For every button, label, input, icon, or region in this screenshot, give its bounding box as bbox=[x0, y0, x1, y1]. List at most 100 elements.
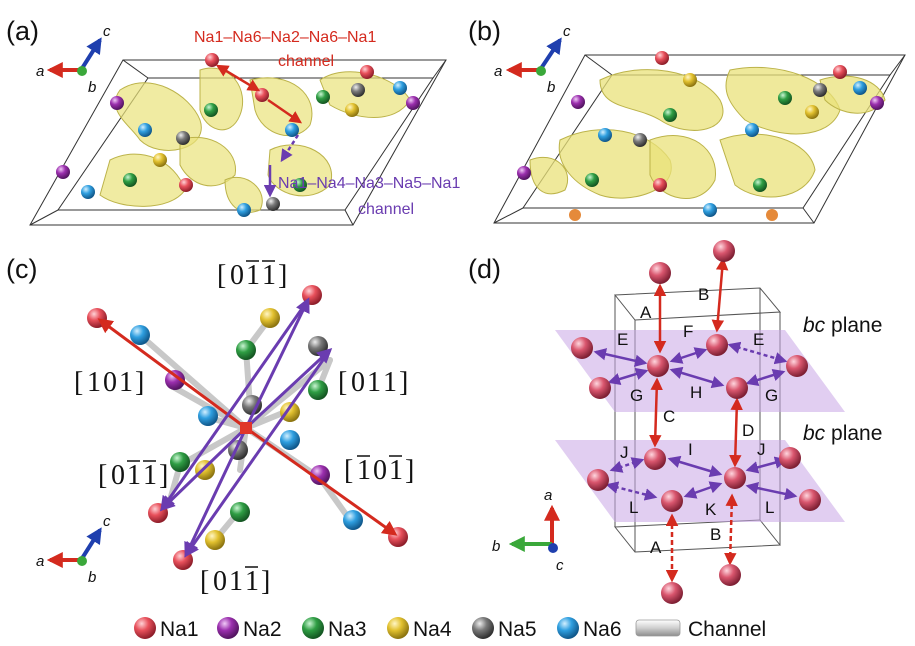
axis-c-label: c bbox=[103, 23, 111, 40]
atom-na-site bbox=[779, 447, 801, 469]
atom-na-site bbox=[719, 564, 741, 586]
arrows-d bbox=[593, 257, 798, 583]
atom-na1 bbox=[833, 65, 847, 79]
atom-na2 bbox=[517, 166, 531, 180]
hop-label-l: L bbox=[765, 498, 774, 517]
hop-label-e: E bbox=[753, 330, 764, 349]
atom-na4 bbox=[205, 530, 225, 550]
atom-na4 bbox=[195, 460, 215, 480]
hop-label-b: B bbox=[698, 285, 709, 304]
hop-label-c: C bbox=[663, 407, 675, 426]
atom-na1 bbox=[653, 178, 667, 192]
hop-label-j: J bbox=[620, 443, 629, 462]
axis-c-label: c bbox=[103, 513, 111, 530]
svg-text:[: [ bbox=[338, 367, 347, 398]
atom-na5 bbox=[813, 83, 827, 97]
legend-item-na2: Na2 bbox=[217, 617, 282, 641]
atom-na6 bbox=[393, 81, 407, 95]
svg-text:[: [ bbox=[74, 367, 83, 398]
atom-na-site bbox=[649, 262, 671, 284]
atom-na-site bbox=[587, 469, 609, 491]
axis-a-label: a bbox=[36, 63, 44, 80]
axis-c-label: c bbox=[556, 557, 564, 574]
atom-na1 bbox=[569, 209, 581, 221]
hop-label-i: I bbox=[688, 440, 693, 459]
atom-na3 bbox=[236, 340, 256, 360]
hop-label-a: A bbox=[640, 303, 652, 322]
atom-na3 bbox=[170, 452, 190, 472]
svg-text:Na4: Na4 bbox=[413, 618, 452, 641]
atom-na1 bbox=[205, 53, 219, 67]
atom-na-site bbox=[644, 448, 666, 470]
atom-na3 bbox=[204, 103, 218, 117]
svg-text:]: ] bbox=[261, 566, 270, 597]
svg-text:1: 1 bbox=[367, 367, 381, 398]
atom-na6 bbox=[703, 203, 717, 217]
legend-item-na4: Na4 bbox=[387, 617, 452, 641]
purple-channel-arrows bbox=[263, 134, 300, 198]
atom-na3 bbox=[316, 90, 330, 104]
atom-na4 bbox=[683, 73, 697, 87]
bc-plane-label-upper: bc plane bbox=[803, 314, 882, 337]
svg-text:[: [ bbox=[344, 455, 353, 486]
atom-na2 bbox=[406, 96, 420, 110]
hop-label-b: B bbox=[710, 525, 721, 544]
red-channel-word-label: channel bbox=[278, 53, 334, 70]
axis-b-label: b bbox=[492, 538, 500, 555]
panel-c: (c) bbox=[6, 254, 414, 597]
atom-na2 bbox=[165, 370, 185, 390]
svg-text:Na6: Na6 bbox=[583, 618, 622, 641]
legend-swatch-na4 bbox=[387, 617, 409, 639]
miller-labels-c: [ 0 1 1 ] [ 1 0 1 ] [ 0 1 1 ] bbox=[74, 260, 414, 597]
legend-item-channel: Channel bbox=[635, 618, 766, 641]
svg-text:Na2: Na2 bbox=[243, 618, 282, 641]
atoms-b bbox=[517, 51, 884, 221]
atom-na6 bbox=[198, 406, 218, 426]
hop-label-e: E bbox=[617, 330, 628, 349]
axis-triad-b: c a b bbox=[494, 23, 571, 96]
svg-text:Na3: Na3 bbox=[328, 618, 367, 641]
legend-item-na1: Na1 bbox=[134, 617, 199, 641]
svg-text:1: 1 bbox=[245, 566, 259, 597]
svg-text:]: ] bbox=[405, 455, 414, 486]
svg-text:0: 0 bbox=[213, 566, 227, 597]
atom-na-site bbox=[661, 582, 683, 604]
axis-b-label: b bbox=[88, 569, 96, 586]
hop-label-k: K bbox=[705, 500, 717, 519]
legend-swatch-na6 bbox=[557, 617, 579, 639]
legend-item-na6: Na6 bbox=[557, 617, 622, 641]
atom-na-site bbox=[726, 377, 748, 399]
svg-text:[: [ bbox=[200, 566, 209, 597]
purple-channel-word-label: channel bbox=[358, 201, 414, 218]
atoms-a bbox=[56, 53, 420, 217]
atom-na3 bbox=[293, 178, 307, 192]
svg-text:1: 1 bbox=[87, 367, 101, 398]
svg-text:1: 1 bbox=[262, 260, 276, 291]
axis-b-label: b bbox=[547, 79, 555, 96]
atom-na3 bbox=[778, 91, 792, 105]
atom-na1 bbox=[360, 65, 374, 79]
atom-na6 bbox=[343, 510, 363, 530]
miller-1bar-0-1bar: [ 1 0 1 ] bbox=[344, 455, 414, 486]
svg-text:1: 1 bbox=[229, 566, 243, 597]
atom-na5 bbox=[351, 83, 365, 97]
svg-text:0: 0 bbox=[111, 460, 125, 491]
hop-label-h: H bbox=[690, 383, 702, 402]
miller-101: [ 1 0 1 ] bbox=[74, 367, 144, 398]
miller-0-1-1bar: [ 0 1 1 ] bbox=[200, 566, 270, 597]
panel-b: (b) c a b bbox=[468, 16, 906, 224]
svg-text:1: 1 bbox=[389, 455, 403, 486]
hop-label-g: G bbox=[765, 386, 778, 405]
atom-na2 bbox=[870, 96, 884, 110]
miller-011: [ 0 1 1 ] bbox=[338, 367, 408, 398]
atom-na3 bbox=[753, 178, 767, 192]
svg-text:0: 0 bbox=[351, 367, 365, 398]
atom-na-site bbox=[713, 240, 735, 262]
svg-text:1: 1 bbox=[357, 455, 371, 486]
atom-na4 bbox=[153, 153, 167, 167]
atom-na5 bbox=[176, 131, 190, 145]
svg-text:1: 1 bbox=[127, 460, 141, 491]
atom-na6 bbox=[285, 123, 299, 137]
atom-na4 bbox=[345, 103, 359, 117]
hop-labels-d: A B E F E G H G C D I J J L K L A B bbox=[617, 285, 778, 557]
